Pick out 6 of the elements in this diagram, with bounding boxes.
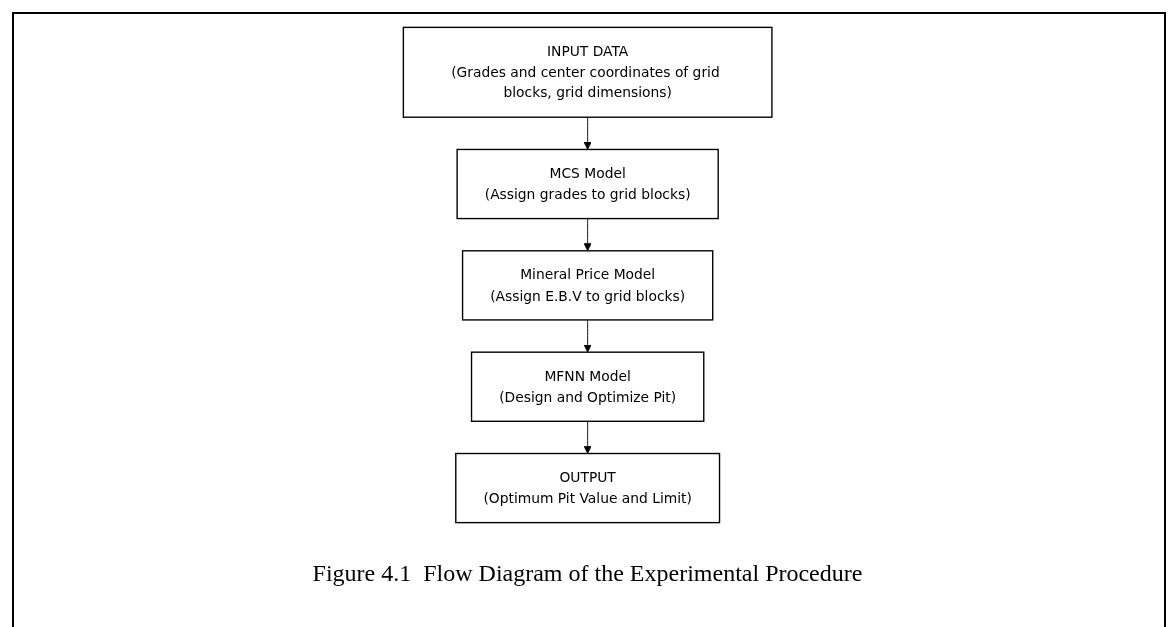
node-box: MFNN Model (Design and Optimize Pit) bbox=[470, 351, 705, 422]
node-box: Mineral Price Model (Assign E.B.V to grid blocks) bbox=[461, 250, 714, 321]
figure-caption: Figure 4.1 Flow Diagram of the Experimental Procedure bbox=[311, 560, 864, 587]
node-box: INPUT DATA (Grades and center coordinates of grid blocks, grid dimensions) bbox=[402, 26, 773, 118]
node-box: OUTPUT (Optimum Pit Value and Limit) bbox=[454, 452, 721, 524]
node-box: MCS Model (Assign grades to grid blocks) bbox=[456, 148, 719, 220]
